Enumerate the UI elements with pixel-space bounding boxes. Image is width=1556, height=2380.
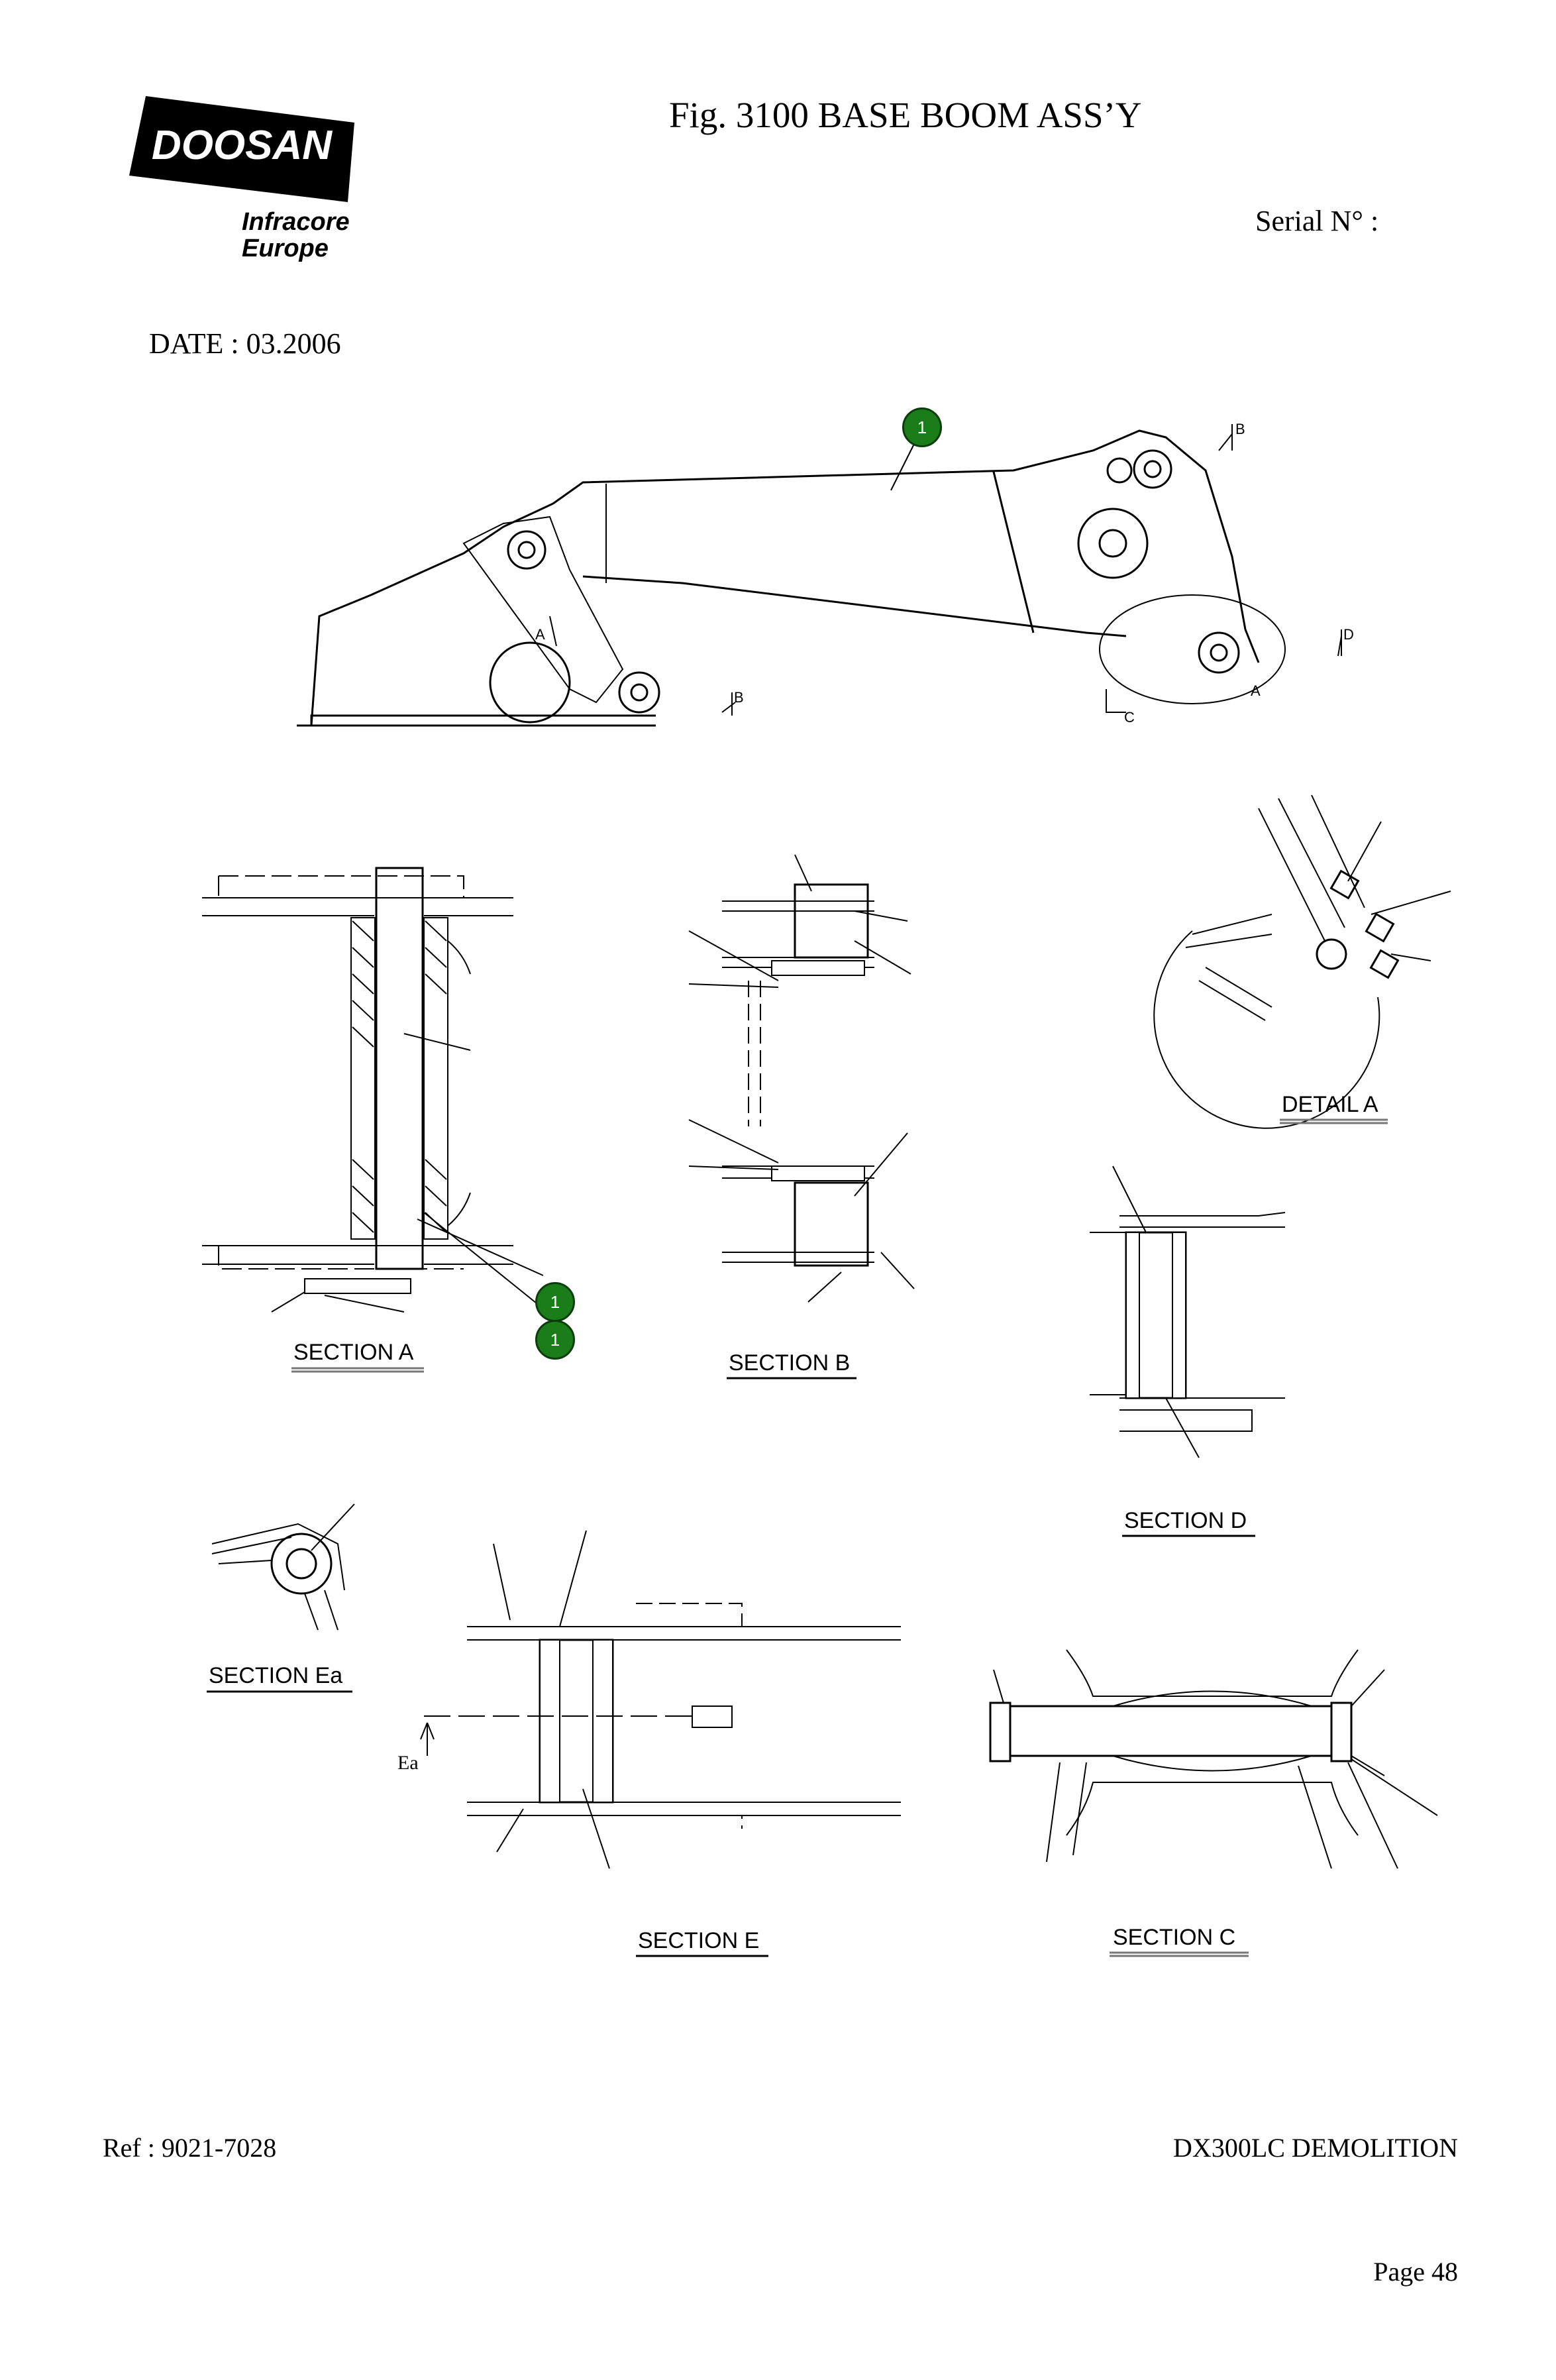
page-number: Page 48 [1373,2257,1458,2287]
detail-a-label: DETAIL A [1282,1092,1378,1117]
section-c-label: SECTION C [1113,1925,1235,1950]
date-label: DATE : 03.2006 [149,327,341,360]
brand-name: DOOSAN [152,123,333,168]
division-line-1: Infracore [242,208,350,236]
marker-a: A [535,626,545,643]
marker-c: C [1124,709,1135,726]
model-name: DX300LC DEMOLITION [1173,2133,1458,2163]
view-label-underlines [207,1118,1388,1957]
marker-a-detail: A [1251,682,1261,699]
section-b-drawing [688,854,915,1303]
reference-number: Ref : 9021-7028 [103,2133,277,2163]
division-name: Infracore Europe [242,209,350,262]
marker-ea: Ea [397,1752,419,1774]
section-a-label: SECTION A [293,1340,414,1365]
section-ea-drawing [211,1503,355,1631]
serial-label: Serial N° : [1255,205,1379,237]
section-e-label: SECTION E [638,1928,759,1953]
section-ea-label: SECTION Ea [209,1663,342,1688]
detail-a-drawing [1153,794,1451,1129]
callout-balloon[interactable]: 1 [535,1282,575,1322]
marker-b: B [734,689,744,706]
view-labels: SECTION A SECTION B DETAIL A SECTION D S… [209,1092,1378,1953]
section-d-label: SECTION D [1124,1508,1247,1533]
section-c-drawing [989,1649,1438,1869]
figure-title: Fig. 3100 BASE BOOM ASS’Y [669,95,1142,135]
marker-b-top: B [1235,421,1245,437]
doosan-logo-mark: DOOSAN [129,96,354,202]
callout-balloon[interactable]: 1 [535,1320,575,1360]
boom-side-view: B D B C A A [297,421,1354,727]
section-e-drawing: Ea [397,1530,901,1869]
section-b-label: SECTION B [729,1350,850,1376]
section-a-drawing [202,867,544,1313]
section-d-drawing [1090,1165,1286,1458]
callout-balloon[interactable]: 1 [902,407,942,447]
division-line-2: Europe [242,235,329,262]
doosan-logo: DOOSAN Infracore Europe [129,96,407,282]
marker-d: D [1343,626,1354,643]
